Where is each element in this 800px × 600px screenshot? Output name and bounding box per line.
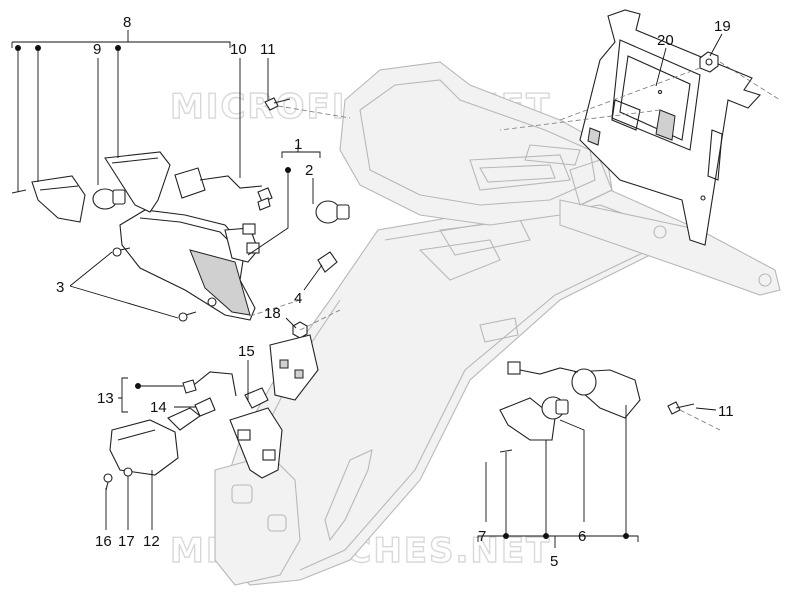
callout-6: 6 [578, 528, 586, 545]
callout-20: 20 [657, 32, 674, 49]
callout-9: 9 [93, 41, 101, 58]
screw-upper [112, 247, 131, 257]
assembly-guide-lines [249, 61, 781, 431]
callout-15: 15 [238, 343, 255, 360]
callout-4: 4 [294, 290, 302, 307]
rear-cover [339, 61, 781, 296]
left-indicator [11, 151, 273, 223]
callout-17: 17 [118, 533, 135, 550]
callout-8: 8 [123, 14, 131, 31]
tail-light [119, 209, 260, 321]
screw-lower [178, 311, 197, 322]
callout-14: 14 [150, 399, 167, 416]
callout-labels: 8 9 10 11 1 2 3 4 18 15 13 14 16 17 12 1… [56, 14, 734, 570]
tail-light-bulb [315, 200, 350, 224]
callout-13: 13 [97, 390, 114, 407]
callout-leaders [11, 30, 723, 548]
callout-19: 19 [714, 18, 731, 35]
callout-3: 3 [56, 279, 64, 296]
callout-7: 7 [478, 528, 486, 545]
rear-mudguard [214, 189, 702, 586]
callout-16: 16 [95, 533, 112, 550]
callout-5: 5 [550, 553, 558, 570]
callout-2: 2 [305, 162, 313, 179]
right-indicator [499, 361, 695, 453]
license-light [103, 334, 319, 491]
callout-12: 12 [143, 533, 160, 550]
callout-10: 10 [230, 41, 247, 58]
callout-1: 1 [294, 136, 302, 153]
callout-11-top: 11 [260, 41, 276, 58]
callout-18: 18 [264, 305, 281, 322]
clip [317, 251, 338, 273]
callout-11-bottom: 11 [718, 403, 734, 420]
